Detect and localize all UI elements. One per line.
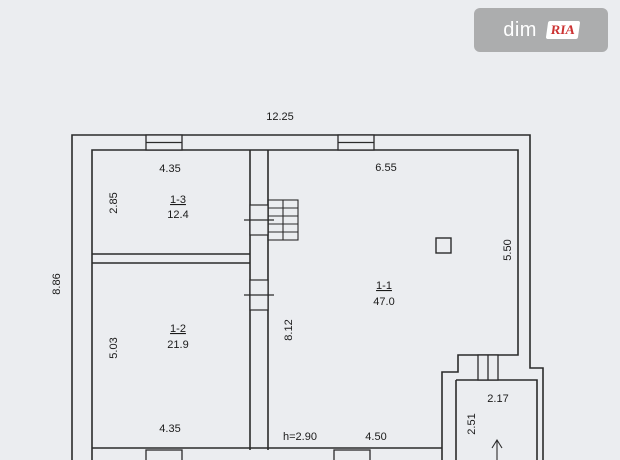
room-1-1-area: 47.0 (373, 296, 394, 308)
room-1-2-area: 21.9 (167, 339, 188, 351)
doors (244, 204, 274, 311)
room-1-1-width-bottom: 4.50 (365, 431, 386, 443)
room-1-3-height: 2.85 (108, 192, 120, 213)
room-1-1-width-top: 6.55 (375, 162, 396, 174)
window-bottom-right (333, 449, 371, 460)
room-1-3-width: 4.35 (159, 163, 180, 175)
ria-logo-icon: RIA (545, 21, 581, 39)
room-1-1-height-right: 5.50 (502, 239, 514, 260)
ceiling-height-label: h=2.90 (283, 431, 317, 443)
porch-height: 2.51 (466, 413, 478, 434)
room-1-1-id: 1-1 (376, 280, 392, 292)
room-1-2-id: 1-2 (170, 323, 186, 335)
stairs (267, 199, 299, 241)
windows (145, 134, 499, 460)
room-1-2-height: 5.03 (108, 337, 120, 358)
room-1-3-area: 12.4 (167, 209, 188, 221)
entry-arrow-icon (491, 438, 503, 460)
room-1-3-id: 1-3 (170, 194, 186, 206)
dimria-watermark: dim RIA (474, 8, 608, 52)
overall-depth-label: 8.86 (51, 273, 63, 294)
window-bottom-left (145, 449, 183, 460)
room-1-2-width: 4.35 (159, 423, 180, 435)
watermark-text: dim (503, 18, 537, 41)
porch-width: 2.17 (487, 393, 508, 405)
overall-width-label: 12.25 (266, 111, 294, 123)
room-1-1-height-left: 8.12 (283, 319, 295, 340)
column-marker (435, 237, 452, 254)
